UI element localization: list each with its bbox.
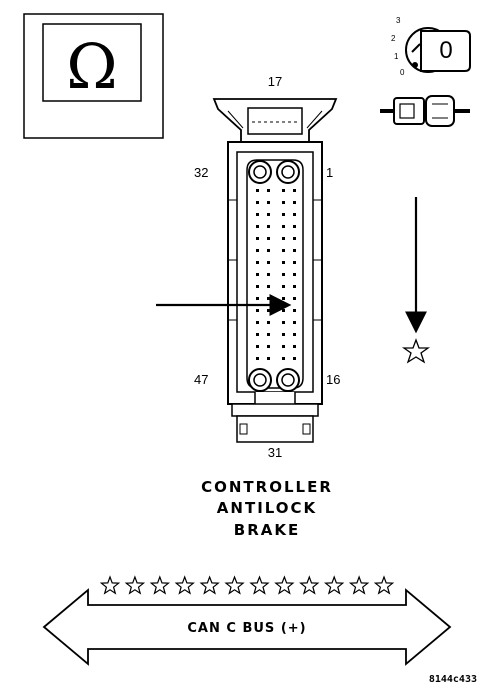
ohmmeter-icon: Ω — [23, 13, 164, 139]
connector-plug-icon — [380, 95, 470, 127]
star-icon — [274, 575, 295, 595]
star-icon — [373, 575, 395, 595]
can-bus-star-row — [99, 575, 395, 595]
pin-label-left-top: 32 — [194, 165, 208, 180]
star-icon — [149, 575, 171, 595]
star-icon — [124, 575, 146, 595]
ignition-position-0: 0 — [400, 68, 405, 77]
abs-connector — [212, 98, 338, 443]
ignition-key-label: 0 — [439, 37, 452, 64]
star-icon — [174, 575, 195, 595]
star-icon — [199, 575, 220, 595]
star-icon — [99, 575, 121, 595]
can-bus-label: CAN C BUS (+) — [187, 621, 306, 636]
ignition-position-3: 3 — [396, 16, 401, 25]
ohm-symbol: Ω — [66, 30, 117, 103]
component-line-2: ANTILOCK — [217, 499, 317, 517]
star-icon — [299, 575, 320, 595]
pin-label-right-top: 1 — [326, 165, 333, 180]
figure-code: 8144c433 — [429, 674, 477, 685]
pin-label-left-bottom: 47 — [194, 372, 208, 387]
ground-star-icon — [401, 338, 431, 364]
ignition-position-2: 2 — [391, 34, 396, 43]
pin-label-bottom: 31 — [268, 445, 282, 460]
component-line-1: CONTROLLER — [201, 478, 333, 496]
can-bus-arrow — [42, 588, 452, 666]
pin-label-top: 17 — [268, 74, 282, 89]
star-icon — [323, 575, 345, 595]
star-icon — [348, 575, 370, 595]
star-icon — [249, 575, 270, 595]
pin-grid — [256, 189, 296, 360]
ignition-key-icon: 3 2 1 0 0 — [391, 16, 471, 77]
ignition-position-1: 1 — [394, 52, 399, 61]
star-icon — [224, 575, 245, 595]
component-line-3: BRAKE — [234, 521, 300, 539]
pin-label-right-bottom: 16 — [326, 372, 340, 387]
